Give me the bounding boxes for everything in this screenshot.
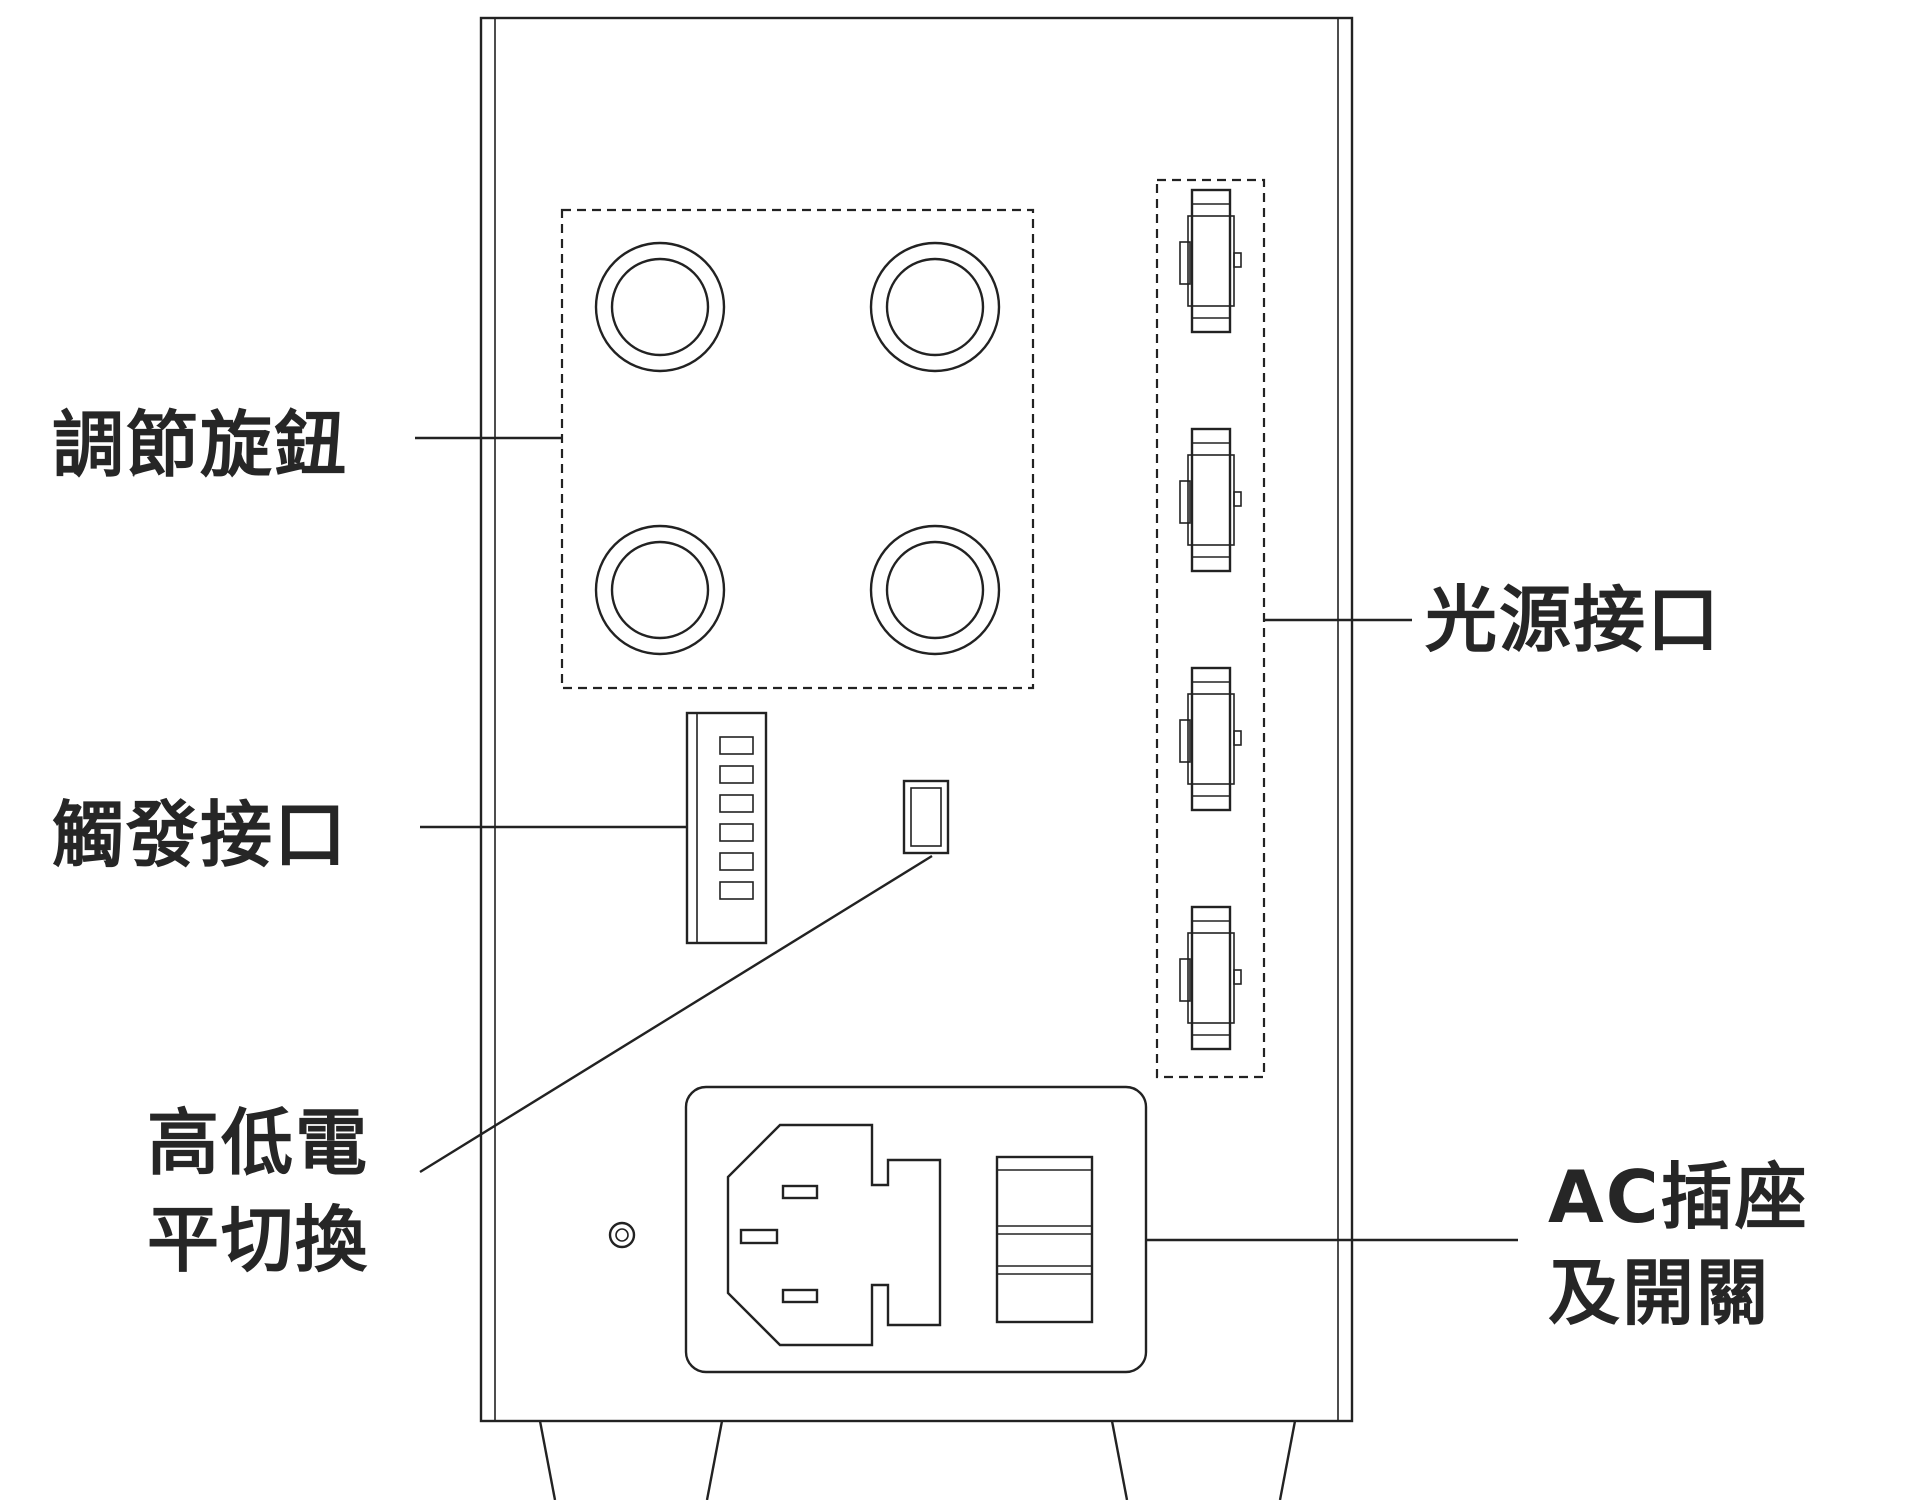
ac-pin-2 <box>739 1228 779 1245</box>
label-light-source: 光源接口 <box>1425 578 1721 662</box>
label-ac-line2: 及開關 <box>1548 1251 1770 1335</box>
level-switch[interactable] <box>902 779 950 855</box>
trigger-pins <box>719 736 754 900</box>
label-knobs: 調節旋鈕 <box>52 403 348 487</box>
trigger-pin-6 <box>719 881 754 900</box>
knobs-layer <box>594 241 1001 656</box>
rocker-segments <box>997 1169 1092 1275</box>
power-rocker-switch[interactable] <box>995 1155 1094 1324</box>
labels: 調節旋鈕 觸發接口 高低電 平切換 光源接口 AC插座 及開關 <box>52 403 1809 1335</box>
knob-3[interactable] <box>594 524 726 656</box>
light-connector-4[interactable] <box>1179 905 1242 1051</box>
leader-lines <box>415 436 1518 1242</box>
ac-inlet[interactable] <box>726 1123 942 1347</box>
ac-module <box>684 1085 1148 1374</box>
trigger-pin-4 <box>719 823 754 842</box>
label-ac-line1: AC插座 <box>1548 1155 1809 1239</box>
light-connector-2[interactable] <box>1179 427 1242 573</box>
label-trigger: 觸發接口 <box>52 793 348 877</box>
ac-pin-1 <box>781 1184 819 1200</box>
knob-2[interactable] <box>869 241 1001 373</box>
light-connectors-layer <box>1179 188 1242 1051</box>
ac-inlet-pins <box>739 1184 819 1304</box>
enclosure-feet <box>538 1420 1297 1500</box>
trigger-pin-2 <box>719 765 754 784</box>
ac-pin-3 <box>781 1288 819 1304</box>
trigger-pin-1 <box>719 736 754 755</box>
ground-screw <box>608 1221 636 1249</box>
light-source-connector-group <box>1155 178 1266 1079</box>
trigger-port <box>685 711 768 945</box>
enclosure <box>479 16 1354 1423</box>
knob-group <box>560 208 1035 690</box>
trigger-pin-3 <box>719 794 754 813</box>
knob-4[interactable] <box>869 524 1001 656</box>
trigger-pin-5 <box>719 852 754 871</box>
label-level-switch-line2: 平切換 <box>147 1198 369 1282</box>
leader-level-switch <box>419 854 933 1174</box>
light-connector-1[interactable] <box>1179 188 1242 334</box>
label-level-switch-line1: 高低電 <box>147 1101 369 1185</box>
knob-1[interactable] <box>594 241 726 373</box>
light-connector-3[interactable] <box>1179 666 1242 812</box>
